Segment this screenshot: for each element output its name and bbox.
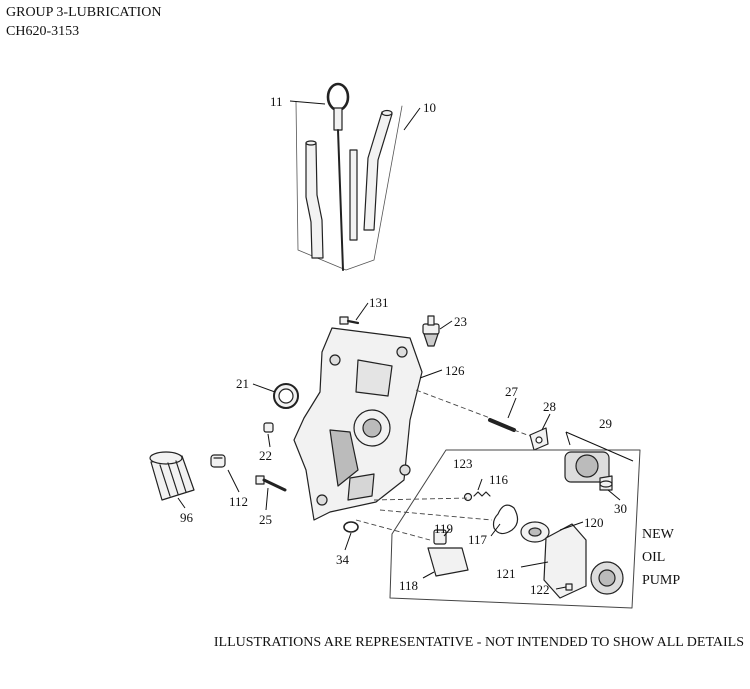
callout-34: 34 <box>336 552 350 567</box>
callout-29: 29 <box>599 416 612 431</box>
oring-117 <box>492 504 519 535</box>
oil-pickup <box>427 529 469 577</box>
new-oil-pump-label-line1: NEW <box>642 527 674 542</box>
callout-27: 27 <box>505 384 519 399</box>
disclaimer-footer: ILLUSTRATIONS ARE REPRESENTATIVE - NOT I… <box>213 635 744 650</box>
ball-123 <box>463 492 473 502</box>
callout-126: 126 <box>445 363 465 378</box>
oil-filter <box>149 451 195 501</box>
callout-labels: 11 10 131 23 21 126 27 28 29 22 123 116 … <box>180 94 627 597</box>
spring-116 <box>473 491 491 497</box>
oil-filter-nipple <box>210 454 226 468</box>
callout-11: 11 <box>270 94 283 109</box>
closure-plate <box>293 327 423 521</box>
screw-122 <box>565 583 573 591</box>
callout-22: 22 <box>259 448 272 463</box>
assembly-lines <box>355 389 531 541</box>
callout-28: 28 <box>543 399 556 414</box>
screw-25 <box>255 475 287 492</box>
oil-pressure-switch <box>422 315 440 347</box>
callout-21: 21 <box>236 376 249 391</box>
callout-119: 119 <box>434 521 453 536</box>
leader-lines <box>177 100 634 590</box>
callout-112: 112 <box>229 494 248 509</box>
new-oil-pump-label-line2: OIL <box>642 550 666 565</box>
callout-96: 96 <box>180 510 194 525</box>
callout-23: 23 <box>454 314 467 329</box>
callout-122: 122 <box>530 582 550 597</box>
oil-pump-rotor <box>520 521 550 543</box>
oil-pump-gear <box>590 561 624 595</box>
oil-seal <box>273 383 299 409</box>
callout-10: 10 <box>423 100 436 115</box>
callout-25: 25 <box>259 512 272 527</box>
o-ring-34 <box>343 521 359 533</box>
callout-118: 118 <box>399 578 418 593</box>
shaft-pin <box>488 418 516 432</box>
callout-121: 121 <box>496 566 516 581</box>
dipstick <box>326 82 350 271</box>
bolt-131 <box>339 316 360 325</box>
callout-123: 123 <box>453 456 473 471</box>
callout-116: 116 <box>489 472 509 487</box>
dipstick-tube-group <box>295 101 403 271</box>
governor-gear-assembly <box>564 451 613 491</box>
new-oil-pump-label-line3: PUMP <box>642 573 681 588</box>
callout-120: 120 <box>584 515 604 530</box>
callout-117: 117 <box>468 532 488 547</box>
model-number: CH620-3153 <box>6 24 80 39</box>
dowel-pin <box>263 422 274 433</box>
callout-30: 30 <box>614 501 627 516</box>
group-title: GROUP 3-LUBRICATION <box>6 5 162 20</box>
callout-131: 131 <box>369 295 389 310</box>
clip-28 <box>529 427 549 451</box>
oil-pump-cover <box>543 523 587 599</box>
